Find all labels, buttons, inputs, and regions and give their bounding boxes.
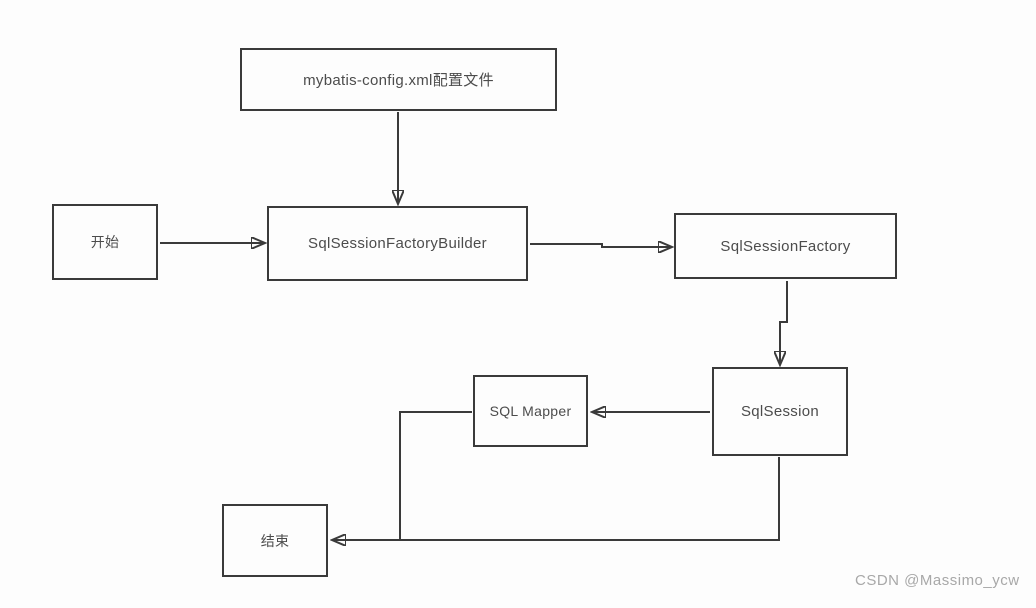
node-sqlsessionfactory-label: SqlSessionFactory: [720, 237, 851, 255]
node-sqlsessionfactory: SqlSessionFactory: [674, 213, 897, 279]
node-config-file: mybatis-config.xml配置文件: [240, 48, 557, 111]
node-start-label: 开始: [90, 234, 120, 250]
arrow-session-to-end: [333, 457, 780, 540]
node-sqlsessionfactorybuilder-label: SqlSessionFactoryBuilder: [308, 235, 487, 252]
node-sqlsession: SqlSession: [712, 367, 848, 456]
node-sqlsessionfactorybuilder: SqlSessionFactoryBuilder: [267, 206, 528, 281]
arrow-builder-to-factory: [530, 244, 671, 247]
node-sqlsession-label: SqlSession: [740, 403, 820, 420]
node-end: 结束: [222, 504, 328, 577]
node-start: 开始: [52, 204, 158, 280]
node-end-label: 结束: [260, 532, 290, 549]
node-config-file-label: mybatis-config.xml配置文件: [303, 72, 494, 89]
node-sql-mapper-label: SQL Mapper: [489, 403, 572, 419]
line-mapper-to-junction: [399, 411, 472, 540]
arrow-factory-to-session: [780, 281, 788, 364]
csdn-watermark: CSDN @Massimo_ycw: [855, 572, 1020, 589]
node-sql-mapper: SQL Mapper: [473, 375, 588, 447]
